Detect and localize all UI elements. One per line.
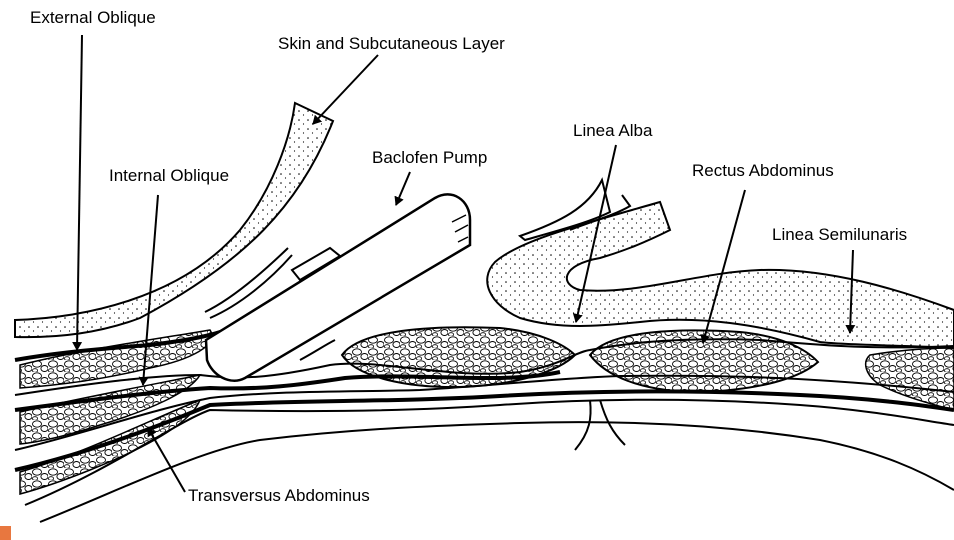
skin-layer-right — [487, 202, 954, 348]
label-linea-semilunaris: Linea Semilunaris — [772, 225, 907, 245]
leader-baclofen-pump — [396, 172, 410, 205]
label-transversus-abdominus: Transversus Abdominus — [188, 486, 370, 506]
label-internal-oblique: Internal Oblique — [109, 166, 229, 186]
label-skin-layer: Skin and Subcutaneous Layer — [278, 34, 505, 54]
label-baclofen-pump: Baclofen Pump — [372, 148, 487, 168]
leader-skin-layer — [313, 55, 378, 124]
corner-accent-mark — [0, 526, 11, 540]
leader-lines — [77, 35, 853, 492]
label-rectus-abdominus: Rectus Abdominus — [692, 161, 834, 181]
leader-external-oblique — [77, 35, 82, 350]
label-linea-alba: Linea Alba — [573, 121, 652, 141]
leader-transversus-abdominus — [148, 428, 185, 492]
label-external-oblique: External Oblique — [30, 8, 156, 28]
